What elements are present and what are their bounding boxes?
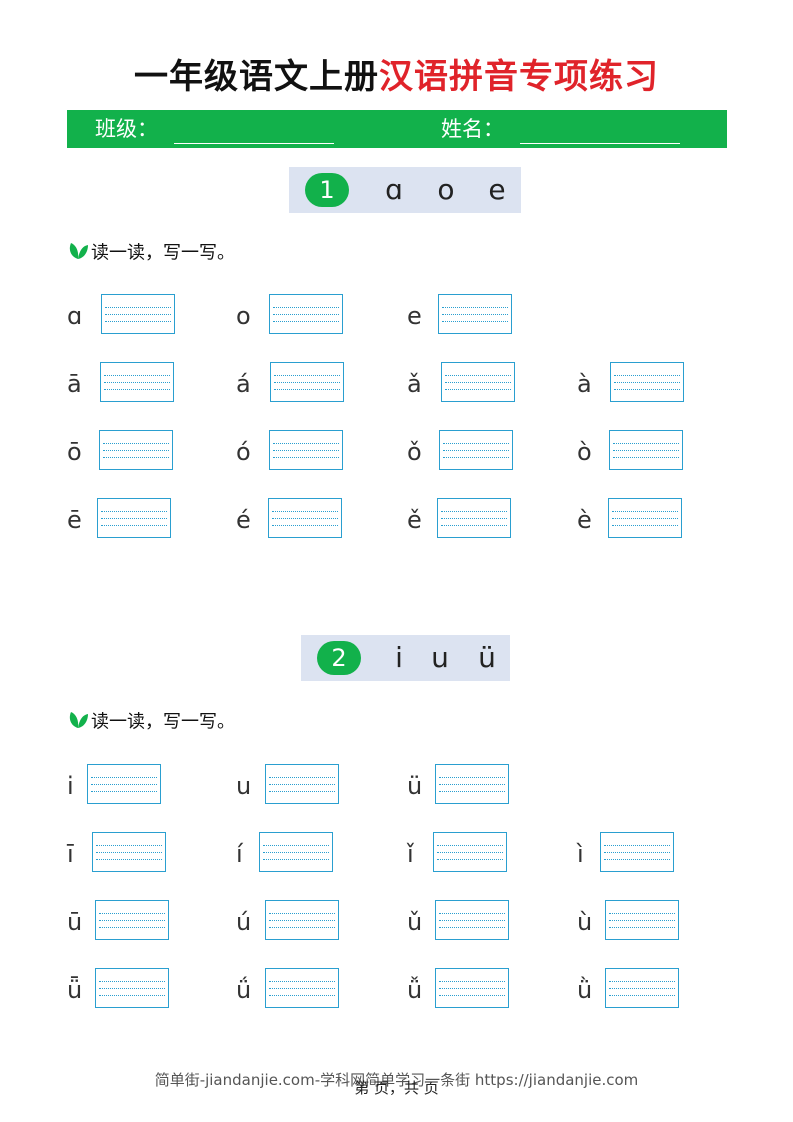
pinyin-letter: ǜ: [577, 976, 593, 1004]
pinyin-letter: ü: [407, 772, 423, 800]
pinyin-letter: e: [407, 302, 422, 330]
writing-box[interactable]: [265, 764, 339, 804]
writing-box[interactable]: [87, 764, 161, 804]
writing-box[interactable]: [435, 900, 509, 940]
pinyin-letter: u: [236, 772, 252, 800]
section-1-instruction: 读一读，写一写。: [67, 240, 235, 264]
writing-box[interactable]: [101, 294, 175, 334]
writing-box[interactable]: [437, 498, 511, 538]
pinyin-letter: è: [577, 506, 592, 534]
section-1-letter: o: [437, 173, 455, 206]
writing-box[interactable]: [92, 832, 166, 872]
writing-box[interactable]: [439, 430, 513, 470]
writing-box[interactable]: [441, 362, 515, 402]
writing-box[interactable]: [99, 430, 173, 470]
pinyin-letter: ò: [577, 438, 592, 466]
writing-box[interactable]: [605, 968, 679, 1008]
pinyin-letter: ó: [236, 438, 251, 466]
pinyin-letter: ǐ: [407, 840, 414, 868]
section-2-number-badge: 2: [317, 641, 361, 675]
writing-box[interactable]: [259, 832, 333, 872]
pinyin-letter: ɑ: [67, 302, 83, 330]
writing-box[interactable]: [608, 498, 682, 538]
instruction-text: 读一读，写一写。: [91, 711, 235, 733]
pinyin-letter: ě: [407, 506, 422, 534]
pinyin-letter: ǘ: [236, 976, 252, 1004]
section-2-instruction: 读一读，写一写。: [67, 709, 235, 733]
pinyin-letter: ǖ: [67, 976, 83, 1004]
writing-box[interactable]: [95, 900, 169, 940]
writing-box[interactable]: [269, 430, 343, 470]
writing-box[interactable]: [265, 968, 339, 1008]
writing-box[interactable]: [433, 832, 507, 872]
writing-box[interactable]: [435, 764, 509, 804]
footer-page-number: 第 页，共 页: [354, 1079, 439, 1097]
pinyin-letter: ē: [67, 506, 82, 534]
pinyin-letter: i: [67, 772, 74, 800]
pinyin-letter: ā: [67, 370, 82, 398]
instruction-text: 读一读，写一写。: [91, 242, 235, 264]
pinyin-letter: ì: [577, 840, 584, 868]
footer-watermark: 简单街-jiandanjie.com-学科网简单学习一条街 https://ji…: [154, 1071, 639, 1089]
pinyin-letter: o: [236, 302, 251, 330]
pinyin-letter: ū: [67, 908, 83, 936]
writing-box[interactable]: [269, 294, 343, 334]
pinyin-letter: ō: [67, 438, 82, 466]
pinyin-letter: ú: [236, 908, 252, 936]
pinyin-letter: ǒ: [407, 438, 422, 466]
class-field[interactable]: [174, 143, 334, 144]
writing-box[interactable]: [438, 294, 512, 334]
pinyin-letter: í: [236, 840, 243, 868]
section-2-letter: i: [395, 641, 403, 674]
section-1-number-badge: 1: [305, 173, 349, 207]
page-title: 一年级语文上册汉语拼音专项练习: [0, 52, 793, 102]
writing-box[interactable]: [605, 900, 679, 940]
pinyin-letter: é: [236, 506, 251, 534]
section-2-letter: u: [431, 641, 449, 674]
leaf-icon: [67, 240, 89, 267]
pinyin-letter: ù: [577, 908, 593, 936]
writing-box[interactable]: [435, 968, 509, 1008]
class-label: 班级：: [95, 117, 158, 141]
writing-box[interactable]: [600, 832, 674, 872]
pinyin-letter: ǎ: [407, 370, 422, 398]
section-2-letter: ü: [478, 641, 496, 674]
writing-box[interactable]: [95, 968, 169, 1008]
leaf-icon: [67, 709, 89, 736]
section-2-header: 2 i u ü: [301, 635, 510, 681]
title-topic: 汉语拼音专项练习: [379, 57, 659, 97]
pinyin-letter: ǔ: [407, 908, 423, 936]
section-1-letter: e: [488, 173, 506, 206]
section-1-header: 1 ɑ o e: [289, 167, 521, 213]
info-bar: 班级： 姓名：: [67, 110, 727, 148]
name-field[interactable]: [520, 143, 680, 144]
pinyin-letter: à: [577, 370, 592, 398]
pinyin-letter: ī: [67, 840, 74, 868]
section-1-letter: ɑ: [385, 173, 403, 206]
title-grade: 一年级语文上册: [134, 57, 379, 97]
name-label: 姓名：: [441, 117, 504, 141]
pinyin-letter: ǚ: [407, 976, 423, 1004]
writing-box[interactable]: [610, 362, 684, 402]
writing-box[interactable]: [265, 900, 339, 940]
writing-box[interactable]: [97, 498, 171, 538]
writing-box[interactable]: [268, 498, 342, 538]
writing-box[interactable]: [609, 430, 683, 470]
writing-box[interactable]: [100, 362, 174, 402]
pinyin-letter: á: [236, 370, 251, 398]
writing-box[interactable]: [270, 362, 344, 402]
